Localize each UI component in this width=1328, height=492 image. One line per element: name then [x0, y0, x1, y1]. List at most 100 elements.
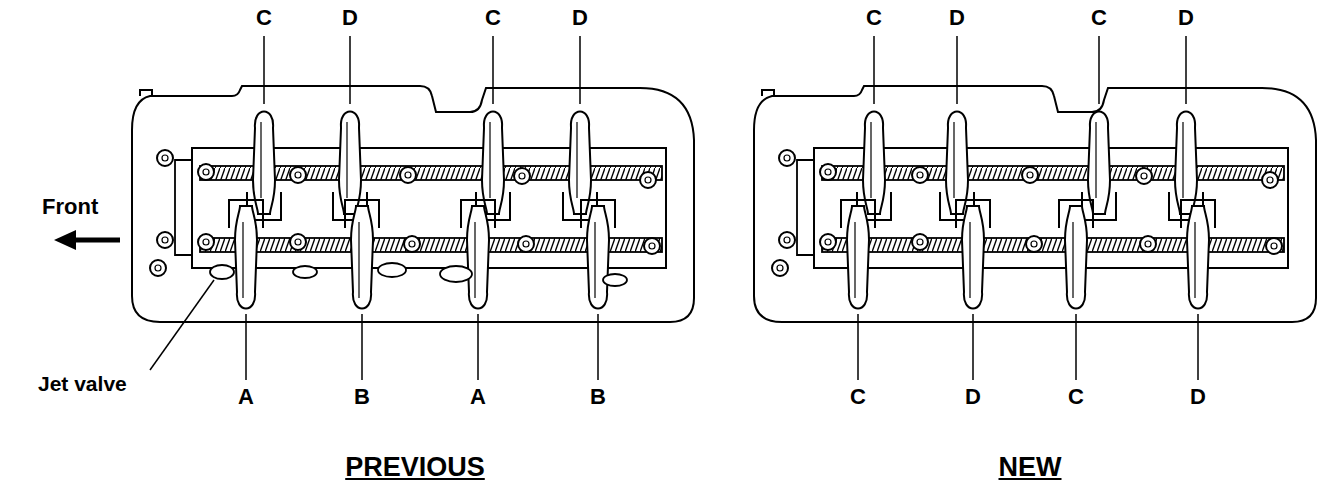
bolt	[772, 260, 788, 276]
bolt-center	[203, 239, 209, 245]
leader-line	[245, 314, 247, 380]
bolt-center	[162, 155, 168, 161]
bolt-center	[645, 177, 651, 183]
bolt	[400, 167, 416, 183]
rocker-arm-letter: D	[342, 6, 358, 30]
rocker-arm-lower	[956, 200, 990, 309]
leader-line	[263, 36, 265, 104]
rocker-arm	[1065, 206, 1087, 309]
part-name: Jet valve	[38, 372, 127, 395]
bolt	[157, 232, 173, 248]
bolt	[514, 168, 530, 184]
rocker-arm	[467, 206, 489, 309]
bolt-center	[784, 237, 790, 243]
rocker-rib	[474, 222, 475, 298]
rocker-rib	[594, 222, 595, 298]
rocker-rib	[260, 122, 261, 198]
rocker-rib	[1095, 122, 1096, 198]
rocker-bracket	[841, 200, 875, 228]
leader-line	[349, 36, 351, 104]
rocker-arm	[351, 206, 373, 309]
jet-valve	[603, 274, 627, 286]
leader-line	[579, 36, 581, 104]
rocker-rib	[854, 222, 855, 298]
rocker-rib	[953, 122, 954, 198]
jet-valve	[378, 263, 406, 277]
bolt-center	[203, 169, 209, 175]
bolt-center	[405, 172, 411, 178]
bolt-center	[295, 172, 301, 178]
jet-valve	[440, 266, 472, 282]
rocker-arm-letter: C	[485, 6, 501, 30]
rocker-rib	[358, 222, 359, 298]
head-outline	[754, 86, 1316, 322]
rocker-bracket	[1059, 200, 1093, 228]
bolt-center	[777, 265, 783, 271]
rocker-arm	[587, 206, 609, 309]
rocker-arm	[962, 206, 984, 309]
rocker-arm	[339, 112, 361, 215]
panel-caption: PREVIOUS	[345, 453, 485, 483]
bolt	[1262, 172, 1278, 188]
direction-label: Front	[42, 195, 98, 219]
leader-line	[1098, 36, 1100, 104]
rocker-bracket	[229, 200, 263, 228]
bolt	[644, 238, 660, 254]
rocker-arm-letter: C	[1091, 6, 1107, 30]
leader-line	[873, 36, 875, 104]
bolt	[912, 167, 928, 183]
bolt	[404, 236, 420, 252]
rocker-shaft	[822, 238, 1284, 252]
rocker-shaft	[822, 166, 1284, 180]
rocker-arm	[569, 112, 591, 215]
rocker-arm	[847, 206, 869, 309]
rocker-arm-letter: B	[354, 385, 370, 409]
leader-line	[492, 36, 494, 104]
rocker-arm-letter: C	[866, 6, 882, 30]
leader-line	[972, 314, 974, 380]
bolt-center	[1141, 173, 1147, 179]
bolt	[1136, 168, 1152, 184]
rocker-rib	[1072, 222, 1073, 298]
bolt	[912, 234, 928, 250]
rocker-arm-letter: B	[590, 385, 606, 409]
bolt	[779, 150, 795, 166]
bolt-center	[155, 265, 161, 271]
rocker-rib	[870, 122, 871, 198]
bolt	[1026, 236, 1042, 252]
bolt	[820, 164, 836, 180]
leader-line	[597, 314, 599, 380]
rocker-arm	[1088, 112, 1110, 215]
bolt	[1022, 167, 1038, 183]
rocker-rib	[489, 122, 490, 198]
bolt	[157, 150, 173, 166]
rocker-bracket	[956, 200, 990, 228]
rocker-arm-letter: D	[1190, 385, 1206, 409]
leader-line	[1075, 314, 1077, 380]
leader-line	[150, 280, 214, 370]
rocker-arm-letter: A	[470, 385, 486, 409]
bolt	[198, 234, 214, 250]
bolt	[198, 164, 214, 180]
head-frame-left	[175, 160, 192, 255]
rocker-rib	[346, 122, 347, 198]
rocker-bracket	[345, 200, 379, 228]
bolt-center	[162, 237, 168, 243]
bolt-center	[784, 155, 790, 161]
rocker-rib	[242, 222, 243, 298]
bolt	[820, 234, 836, 250]
rocker-arm	[1175, 112, 1197, 215]
bolt	[290, 167, 306, 183]
rocker-arm	[482, 112, 504, 215]
bolt-center	[825, 169, 831, 175]
rocker-arm	[863, 112, 885, 215]
bolt	[640, 172, 656, 188]
front-arrow-shaft	[72, 238, 120, 243]
cylinder-head	[754, 86, 1316, 322]
rocker-bracket	[581, 200, 615, 228]
rocker-arm	[946, 112, 968, 215]
bolt	[150, 260, 166, 276]
rocker-arm-lower	[1181, 200, 1215, 309]
